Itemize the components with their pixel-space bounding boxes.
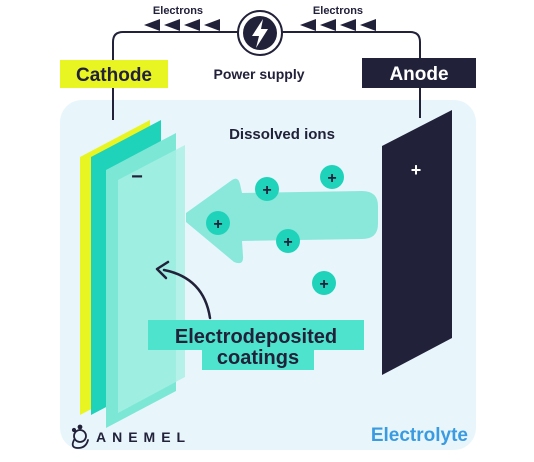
ion-sign: + <box>262 182 271 199</box>
lightning-bolt-icon <box>252 19 268 48</box>
ion-flow-arrow <box>186 178 378 264</box>
dissolved-ions-label: Dissolved ions <box>229 126 335 143</box>
ion-3: + <box>206 211 230 235</box>
anode-sign: + <box>411 160 422 180</box>
coating-pointer-arrowhead <box>155 260 170 280</box>
anode-plate <box>382 110 452 375</box>
ion-5: + <box>312 271 336 295</box>
coatings-label-line2: coatings <box>217 347 299 369</box>
ion-sign: + <box>319 276 328 293</box>
logo-text: ANEMEL <box>96 429 191 445</box>
ion-2: + <box>320 165 344 189</box>
anemel-logo-icon <box>71 424 89 449</box>
cathode-sign: − <box>131 166 143 188</box>
electrolyte-label: Electrolyte <box>371 425 468 446</box>
ion-sign: + <box>327 170 336 187</box>
anode-label-box <box>362 58 476 88</box>
electrons-label-left: Electrons <box>153 5 203 17</box>
coatings-label-box-2 <box>202 344 314 370</box>
ion-sign: + <box>213 216 222 233</box>
ion-4: + <box>276 229 300 253</box>
power-supply <box>237 10 283 56</box>
ion-1: + <box>255 177 279 201</box>
cathode-label: Cathode <box>76 65 152 86</box>
electrons-label-right: Electrons <box>313 5 363 17</box>
anode-label: Anode <box>389 64 448 85</box>
power-supply-label: Power supply <box>213 66 304 82</box>
coating-pointer-arrow <box>162 268 212 320</box>
coatings-label-line1: Electrodeposited <box>175 326 337 348</box>
ion-sign: + <box>283 234 292 251</box>
cathode-label-box <box>60 60 168 88</box>
electron-arrows-left <box>144 19 220 31</box>
electron-arrows-right <box>300 19 376 31</box>
coating-layer <box>118 145 185 413</box>
